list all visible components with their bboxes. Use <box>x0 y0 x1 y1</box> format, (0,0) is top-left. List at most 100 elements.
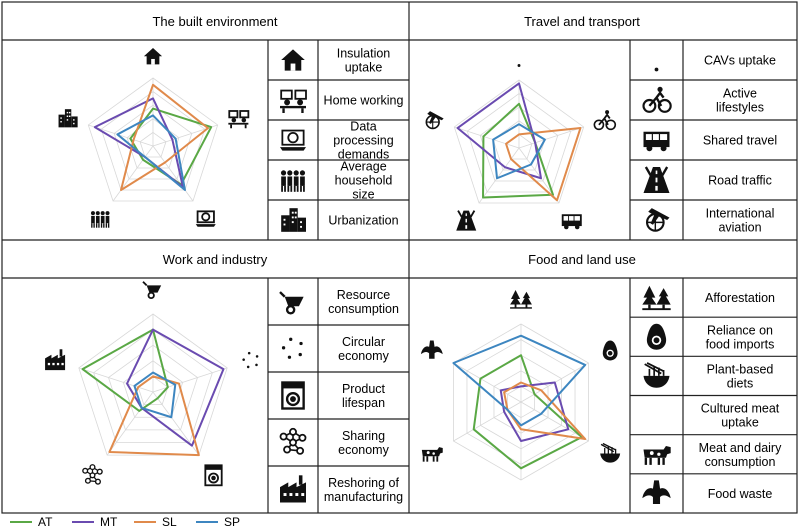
wireless-signal-icon <box>517 64 521 67</box>
legend-label: MT <box>100 515 118 529</box>
legend-item-sp: SP <box>196 515 240 529</box>
circular-arrows-icon <box>281 337 303 359</box>
cyclist-icon <box>593 110 617 131</box>
series-mt <box>126 328 225 447</box>
grid-spoke <box>518 126 584 149</box>
household-people-icon <box>280 170 306 192</box>
home-working-icon <box>280 89 307 113</box>
grid-spoke <box>478 147 520 204</box>
network-icon <box>279 427 307 455</box>
series-sl <box>108 375 200 457</box>
laptop-globe-icon <box>195 210 216 227</box>
grid-ring <box>78 313 228 456</box>
circular-arrows-icon <box>242 351 259 369</box>
avocado-icon <box>602 340 618 361</box>
road-icon <box>643 166 670 193</box>
grid-spoke <box>520 401 589 442</box>
plane-globe-icon <box>645 208 670 232</box>
legend-item-at: AT <box>10 515 53 529</box>
radar-chart <box>425 64 617 231</box>
series-at <box>472 354 583 470</box>
series-mt <box>499 381 570 442</box>
grid-spoke <box>152 367 228 393</box>
grid-spoke <box>454 126 520 149</box>
road-icon <box>456 210 477 231</box>
legend-item-mt: MT <box>72 515 118 529</box>
legend-item-sl: SL <box>134 515 177 529</box>
grid-ring <box>108 344 198 431</box>
cyclist-icon <box>642 86 672 113</box>
taco-icon <box>513 500 529 508</box>
home-working-icon <box>228 110 250 129</box>
grid-spoke <box>152 145 194 202</box>
indicator-label-road-traffic: Road traffic <box>708 174 772 188</box>
panel-title: Food and land use <box>528 252 636 267</box>
legend-label: SL <box>162 515 177 529</box>
indicator-label-food-waste: Food waste <box>708 487 773 501</box>
trees-icon <box>510 289 532 309</box>
avocado-icon <box>646 323 667 350</box>
legend-label: AT <box>38 515 53 529</box>
grid-ring <box>87 77 219 202</box>
grid-spoke <box>78 367 154 393</box>
bus-icon <box>561 214 582 230</box>
panel-title: The built environment <box>152 14 277 29</box>
panel-grid <box>1 1 798 514</box>
cow-icon <box>421 447 443 462</box>
radar-chart <box>420 289 621 508</box>
grid-spoke <box>106 391 154 456</box>
grid-spoke <box>88 124 154 147</box>
banana-peel-icon <box>420 340 443 359</box>
factory-icon <box>280 475 306 503</box>
trees-icon <box>642 285 671 311</box>
city-buildings-icon <box>58 109 78 128</box>
indicator-label-urbanization: Urbanization <box>328 214 398 228</box>
indicator-label-afforestation: Afforestation <box>705 291 775 305</box>
series-sl <box>505 127 582 202</box>
panel-title: Travel and transport <box>524 14 640 29</box>
wheelbarrow-icon <box>279 291 304 315</box>
household-people-icon <box>90 211 110 228</box>
series-mt <box>93 97 184 189</box>
series-sp <box>492 123 546 180</box>
grid-ring <box>126 118 180 169</box>
house-icon <box>143 48 163 65</box>
indicator-label-home-working: Home working <box>324 94 404 108</box>
radar-chart <box>45 281 259 487</box>
cow-icon <box>643 445 671 465</box>
series-sp <box>452 334 587 427</box>
city-buildings-icon <box>281 208 306 232</box>
grid-ring <box>113 104 193 180</box>
panel-title: Work and industry <box>163 252 268 267</box>
network-icon <box>82 464 103 485</box>
grid-ring <box>453 79 585 204</box>
series-sl <box>503 381 587 441</box>
series-at <box>81 328 169 412</box>
bus-icon <box>643 131 670 152</box>
grid-spoke <box>112 145 154 202</box>
radar-chart <box>58 48 250 228</box>
grid-ring <box>139 131 167 158</box>
taco-icon <box>646 409 667 418</box>
house-icon <box>281 49 305 71</box>
banana-peel-icon <box>642 480 671 505</box>
washing-machine-icon <box>281 381 305 410</box>
washing-machine-icon <box>204 464 223 487</box>
legend-label: SP <box>224 515 240 529</box>
grid-spoke <box>453 362 522 403</box>
